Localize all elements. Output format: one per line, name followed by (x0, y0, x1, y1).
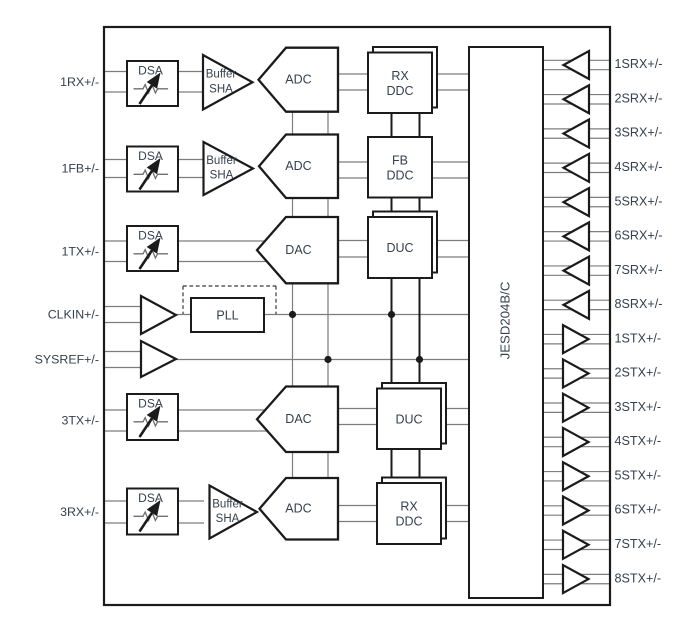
svg-text:PLL: PLL (216, 308, 238, 322)
svg-text:DDC: DDC (386, 168, 413, 182)
svg-text:DSA: DSA (138, 64, 163, 78)
svg-text:7STX+/-: 7STX+/- (615, 537, 662, 551)
svg-text:Buffer: Buffer (206, 155, 237, 167)
svg-text:8SRX+/-: 8SRX+/- (615, 297, 663, 311)
svg-text:3STX+/-: 3STX+/- (615, 400, 662, 414)
svg-text:JESD204B/C: JESD204B/C (498, 281, 513, 359)
svg-text:1TX+/-: 1TX+/- (61, 245, 99, 259)
svg-text:8STX+/-: 8STX+/- (615, 571, 662, 585)
svg-text:ADC: ADC (285, 73, 311, 87)
svg-text:5SRX+/-: 5SRX+/- (615, 194, 663, 208)
svg-text:3TX+/-: 3TX+/- (61, 414, 99, 428)
svg-text:SHA: SHA (209, 83, 233, 95)
svg-text:2STX+/-: 2STX+/- (615, 366, 662, 380)
svg-text:SHA: SHA (210, 170, 234, 182)
svg-text:3SRX+/-: 3SRX+/- (615, 126, 663, 140)
svg-text:CLKIN+/-: CLKIN+/- (48, 308, 99, 322)
svg-text:1STX+/-: 1STX+/- (615, 331, 662, 345)
svg-text:RX: RX (400, 500, 418, 514)
svg-text:DUC: DUC (386, 241, 413, 255)
svg-text:5STX+/-: 5STX+/- (615, 468, 662, 482)
svg-text:Buffer: Buffer (212, 498, 243, 510)
svg-text:3RX+/-: 3RX+/- (60, 505, 99, 519)
svg-text:ADC: ADC (285, 502, 311, 516)
svg-text:ADC: ADC (285, 159, 311, 173)
svg-text:6SRX+/-: 6SRX+/- (615, 229, 663, 243)
svg-text:DSA: DSA (138, 149, 163, 163)
svg-text:RX: RX (391, 69, 409, 83)
svg-text:4STX+/-: 4STX+/- (615, 434, 662, 448)
svg-text:4SRX+/-: 4SRX+/- (615, 160, 663, 174)
svg-text:FB: FB (392, 153, 408, 167)
svg-text:SYSREF+/-: SYSREF+/- (35, 353, 99, 367)
svg-text:Buffer: Buffer (206, 69, 237, 81)
svg-text:SHA: SHA (216, 513, 240, 525)
svg-text:6STX+/-: 6STX+/- (615, 503, 662, 517)
svg-text:DUC: DUC (395, 412, 422, 426)
svg-text:DSA: DSA (138, 397, 163, 411)
svg-text:DAC: DAC (285, 243, 311, 257)
svg-text:2SRX+/-: 2SRX+/- (615, 91, 663, 105)
svg-text:DSA: DSA (138, 491, 163, 505)
svg-text:1RX+/-: 1RX+/- (60, 75, 99, 89)
svg-text:DDC: DDC (395, 515, 422, 529)
svg-text:1SRX+/-: 1SRX+/- (615, 57, 663, 71)
svg-text:DDC: DDC (386, 84, 413, 98)
svg-text:DAC: DAC (285, 412, 311, 426)
svg-text:7SRX+/-: 7SRX+/- (615, 263, 663, 277)
svg-text:1FB+/-: 1FB+/- (61, 162, 99, 176)
svg-text:DSA: DSA (138, 229, 163, 243)
